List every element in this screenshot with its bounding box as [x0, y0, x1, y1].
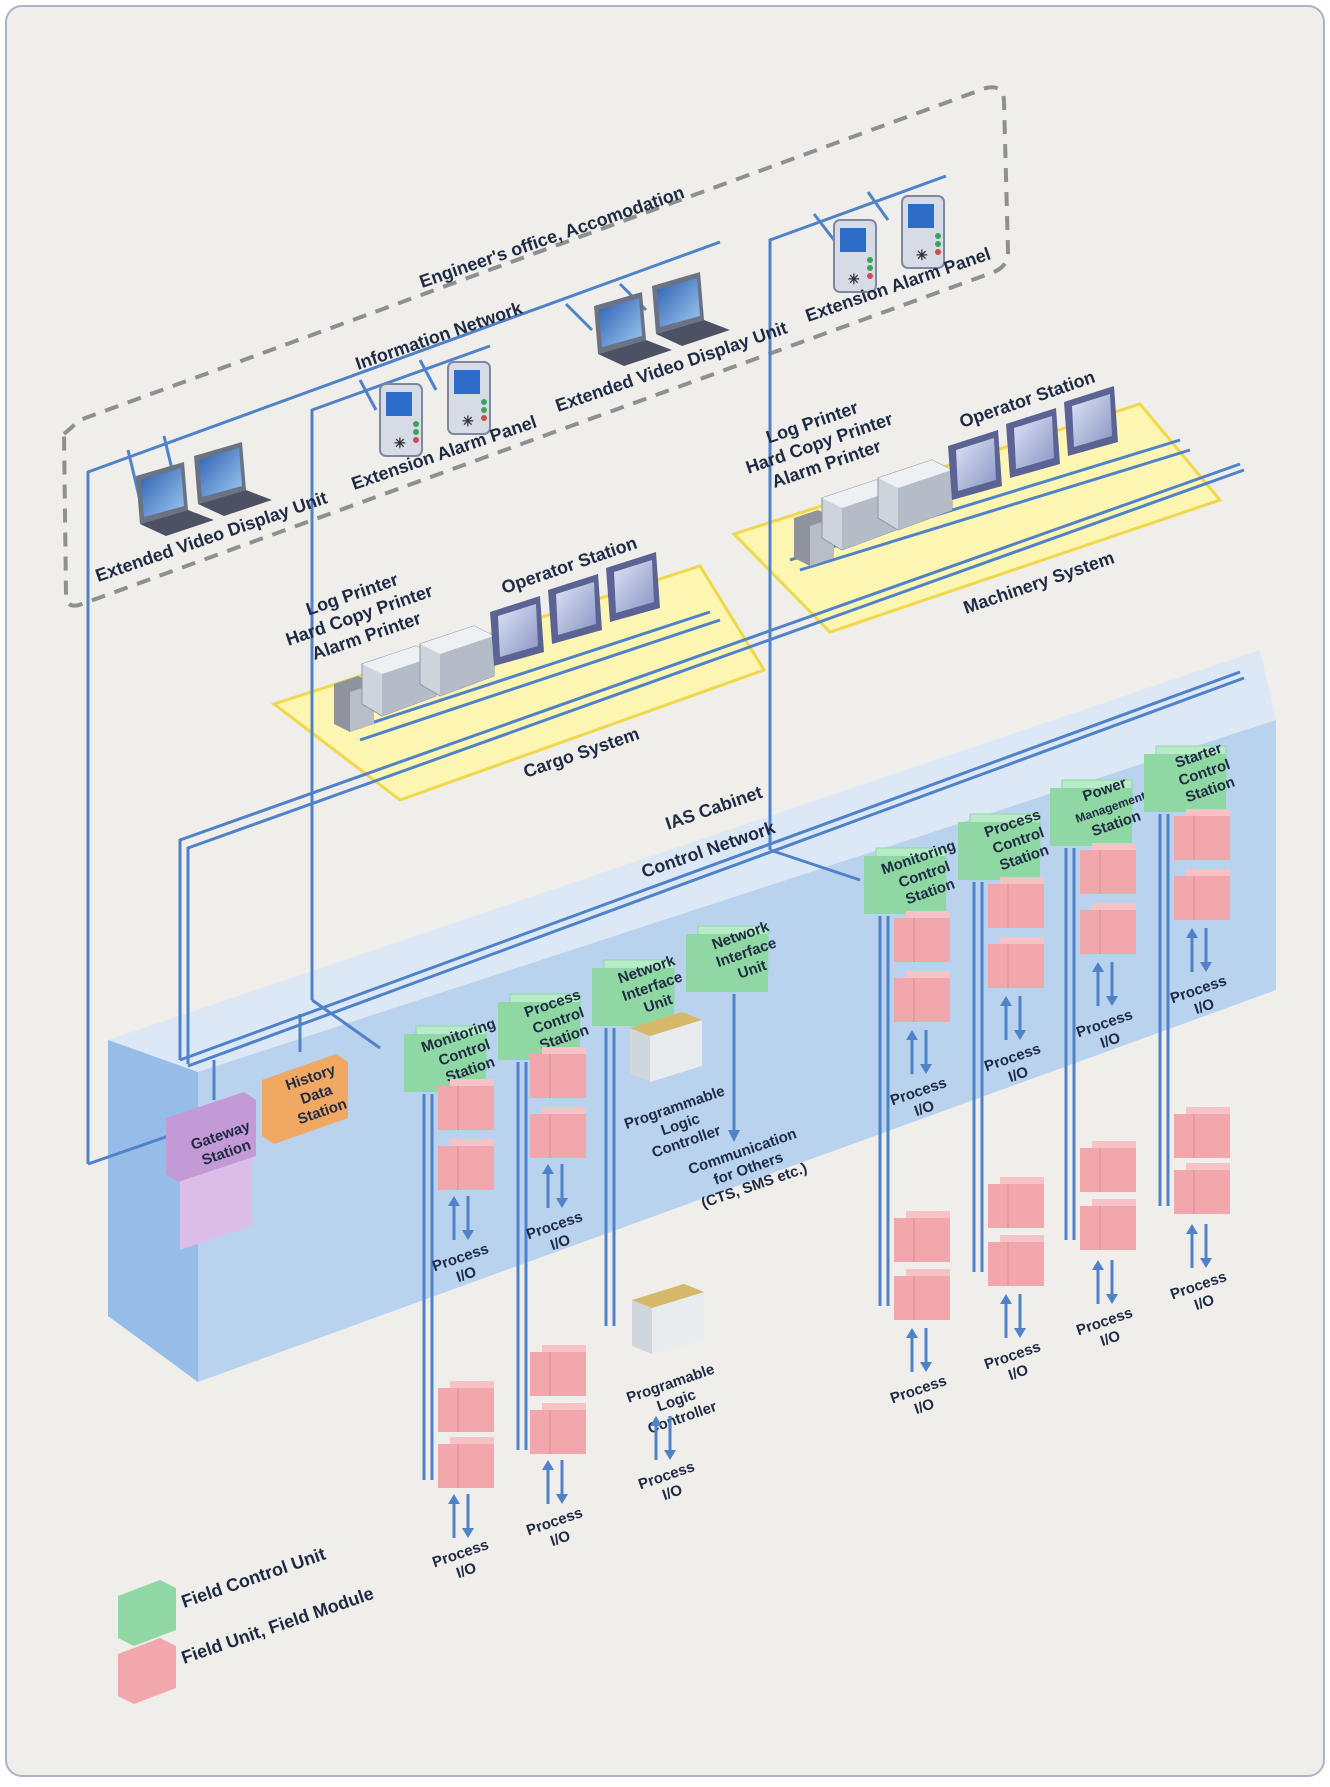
gateway-station: Gateway Station — [166, 1092, 256, 1251]
alarm-panel-icon — [901, 195, 945, 269]
fcu-network-interface-2: Network Interface Unit — [685, 918, 779, 993]
process-io-label-2: I/O — [454, 1559, 479, 1582]
fcu-starter-control: Starter Control Station — [1143, 740, 1237, 813]
fcu-monitoring-control-right: Monitoring Control Station — [863, 837, 958, 915]
process-io-label-2: I/O — [548, 1527, 573, 1550]
process-io-label-2: I/O — [1006, 1063, 1031, 1086]
process-io-label-2: I/O — [912, 1097, 937, 1120]
process-io-label-2: I/O — [1192, 1291, 1217, 1314]
process-io-label-2: I/O — [1098, 1029, 1123, 1052]
field-bus-lines — [422, 814, 1170, 1480]
process-io-label-2: I/O — [660, 1481, 685, 1504]
process-io-label-2: I/O — [454, 1263, 479, 1286]
alarm-panel-icon — [447, 361, 491, 435]
machinery-system-platform — [731, 402, 1223, 634]
engineers-area-boundary — [61, 85, 1011, 608]
process-io-label-2: I/O — [1192, 995, 1217, 1018]
alarm-panel-icon — [379, 383, 423, 457]
network-lines — [86, 174, 1245, 1166]
process-io-label-2: I/O — [548, 1231, 573, 1254]
process-io-label-2: I/O — [1098, 1327, 1123, 1350]
communication-arrow-icon — [728, 1130, 740, 1142]
process-io-label-2: I/O — [912, 1395, 937, 1418]
alarm-panel-icon — [833, 219, 877, 293]
process-io-label-2: I/O — [1006, 1361, 1031, 1384]
